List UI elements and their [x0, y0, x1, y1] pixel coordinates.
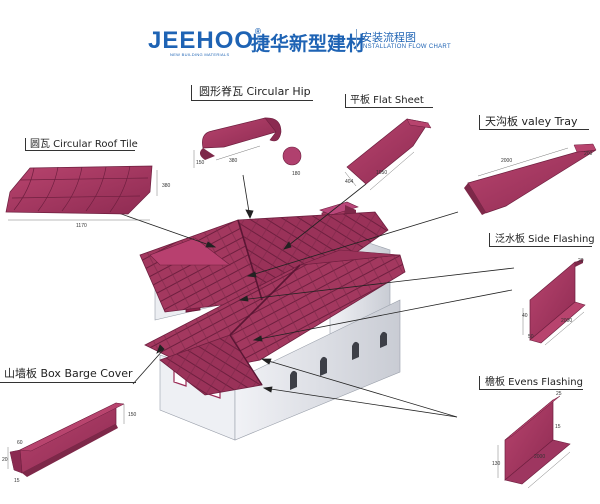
part-circular-hip: 150 380 180 [193, 117, 302, 177]
dim-barge-60: 60 [17, 440, 23, 446]
label-tick [345, 94, 346, 107]
label-tick [191, 85, 192, 100]
pointer-lines [72, 174, 515, 418]
side-windows [290, 331, 387, 390]
dim-barge-15: 15 [14, 478, 20, 484]
label-flat-sheet: 平板 Flat Sheet [350, 95, 424, 106]
label-underline [25, 150, 135, 151]
label-underline [0, 382, 136, 383]
part-evens-flashing: 25 15 130 2000 [492, 391, 571, 489]
dim-tile-380: 380 [162, 183, 171, 189]
label-underline [345, 107, 433, 108]
dim-eave-15: 15 [555, 424, 561, 430]
dim-side-40: 40 [522, 313, 528, 319]
part-side-flashing: 20 40 50 2000 [522, 258, 586, 346]
hip-section-circle [282, 146, 302, 166]
dim-side-20: 20 [578, 258, 584, 264]
dim-side-2000: 2000 [561, 318, 572, 324]
label-underline [489, 246, 592, 247]
part-circular-roof-tile: 380 1170 [5, 165, 171, 229]
dim-eave-2000: 2000 [534, 454, 545, 460]
dim-hip-180: 180 [292, 171, 301, 177]
roof-gable [149, 237, 231, 266]
label-valley-tray: 天沟板 valey Tray [485, 115, 578, 128]
dim-flat-404: 404 [345, 179, 354, 185]
label-tick [489, 233, 490, 246]
label-evens-flashing: 檐板 Evens Flashing [485, 377, 583, 388]
guide-title-cn: 安装流程图 [361, 31, 416, 44]
dim-tile-1170: 1170 [76, 223, 87, 229]
house [139, 201, 406, 441]
label-tick [25, 138, 26, 150]
part-flat-sheet: 404 1050 [344, 118, 432, 191]
dim-hip-380: 380 [229, 158, 238, 164]
dim-barge-20: 20 [2, 457, 8, 463]
guide-title-en: INSTALLATION FLOW CHART [361, 44, 451, 50]
label-side-flashing: 泛水板 Side Flashing [495, 234, 595, 245]
label-circular-roof-tile: 圆瓦 Circular Roof Tile [30, 139, 138, 150]
brand-name: JEEHOO [148, 27, 255, 54]
house-wall-side [234, 299, 401, 441]
label-underline [479, 129, 589, 130]
part-valley-tray: 2000 200 [464, 143, 597, 215]
part-box-barge-cover: 150 60 20 15 [2, 402, 137, 484]
header-divider [356, 29, 357, 51]
dim-valley-200: 200 [584, 151, 593, 157]
header: JEEHOO® NEW BUILDING MATERIALS 捷华新型建材 安装… [0, 0, 600, 62]
roof-lower-back [299, 249, 401, 266]
dim-barge-150: 150 [128, 412, 137, 418]
dim-flat-1050: 1050 [376, 170, 387, 176]
dim-eave-130: 130 [492, 461, 501, 467]
label-underline [479, 389, 583, 390]
dim-eave-25: 25 [556, 391, 562, 397]
dim-valley-2000: 2000 [501, 158, 512, 164]
label-underline [191, 100, 313, 101]
brand-logo: JEEHOO® [148, 27, 262, 55]
brand-name-cn: 捷华新型建材 [251, 33, 366, 55]
label-tick [479, 376, 480, 389]
dim-side-50: 50 [528, 334, 534, 340]
label-circular-hip: 圆形脊瓦 Circular Hip [199, 85, 311, 98]
label-tick [479, 115, 480, 129]
dim-hip-150: 150 [196, 160, 205, 166]
brand-tagline: NEW BUILDING MATERIALS [170, 52, 230, 57]
label-box-barge-cover: 山墙板 Box Barge Cover [4, 367, 133, 380]
registered-mark: ® [255, 27, 262, 36]
